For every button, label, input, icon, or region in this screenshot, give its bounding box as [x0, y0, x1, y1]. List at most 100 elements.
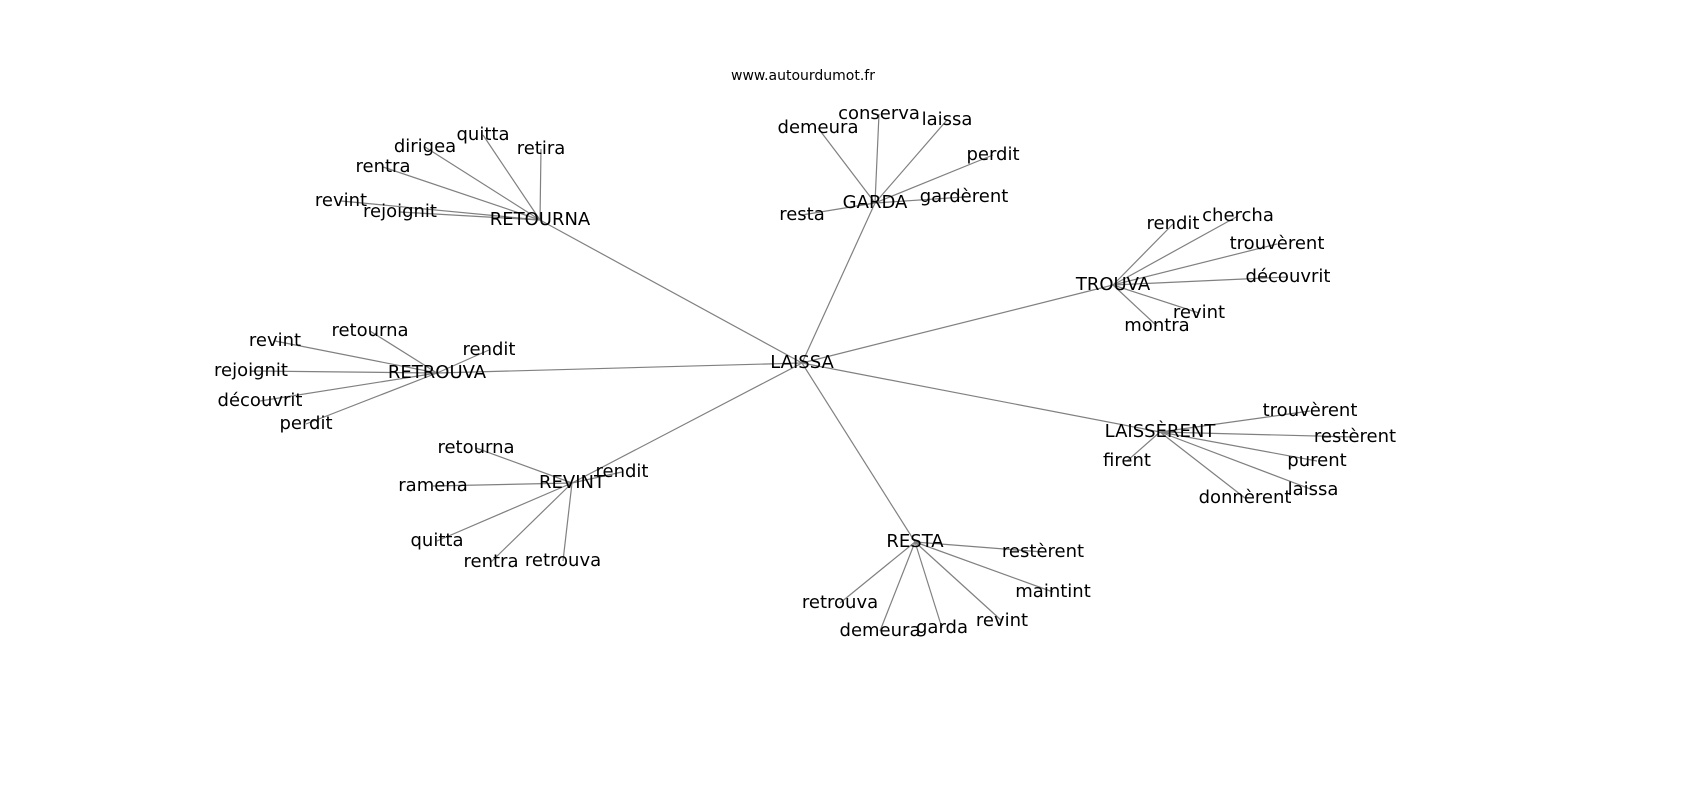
leaf-node: demeura	[839, 620, 921, 641]
edge-hub-leaf	[874, 113, 880, 204]
leaf-node: retourna	[331, 320, 409, 341]
edge-center-hub	[539, 219, 803, 364]
leaf-node: rendit	[595, 461, 649, 482]
edge-hub-leaf	[305, 372, 438, 425]
edge-hub-leaf	[571, 471, 623, 484]
leaf-node: maintint	[1015, 581, 1091, 602]
leaf-node: retrouva	[801, 592, 879, 613]
edge-hub-leaf	[475, 447, 573, 484]
leaf-node: laissa	[921, 109, 973, 130]
edge-hub-leaf	[879, 541, 916, 632]
edge-hub-leaf	[874, 196, 965, 204]
edge-center-hub	[801, 362, 1161, 433]
edge-center-hub	[801, 362, 916, 543]
edge-center-hub	[436, 362, 803, 374]
edge-hub-leaf	[874, 154, 994, 204]
edge-hub-leaf	[490, 482, 573, 563]
edge-hub-leaf	[259, 372, 438, 402]
edge-hub-leaf	[1126, 431, 1161, 462]
edge-hub-leaf	[817, 127, 876, 204]
leaf-node: rentra	[355, 156, 411, 177]
edge-hub-leaf	[874, 119, 948, 204]
leaf-node: donnèrent	[1198, 487, 1292, 508]
leaf-node: restèrent	[1313, 426, 1397, 447]
leaf-node: rendit	[1146, 213, 1200, 234]
leaf-node: restèrent	[1001, 541, 1085, 562]
edge-hub-leaf	[1112, 223, 1174, 286]
edge-hub-leaf	[914, 541, 1003, 622]
leaf-node: demeura	[777, 117, 859, 138]
leaf-node: purent	[1287, 450, 1347, 471]
leaf-node: quitta	[456, 124, 510, 145]
edge-hub-leaf	[1112, 276, 1289, 286]
leaf-node: revint	[248, 330, 302, 351]
leaf-node: rentra	[463, 551, 519, 572]
leaf-node: découvrit	[217, 390, 303, 411]
edge-hub-leaf	[539, 148, 542, 221]
leaf-node: chercha	[1202, 205, 1274, 226]
edge-hub-leaf	[382, 166, 541, 221]
edge-hub-leaf	[432, 482, 573, 487]
edge-hub-leaf	[369, 330, 438, 374]
hub-node: RETROUVA	[387, 362, 487, 383]
leaf-node: dirigea	[393, 136, 457, 157]
edge-hub-leaf	[436, 349, 490, 374]
leaf-node: resta	[779, 204, 825, 225]
leaf-node: trouvèrent	[1262, 400, 1358, 421]
edge-hub-leaf	[914, 541, 1054, 593]
leaf-node: firent	[1103, 450, 1151, 471]
edge-hub-leaf	[1159, 431, 1246, 499]
edge-hub-leaf	[839, 541, 916, 604]
leaf-node: retrouva	[524, 550, 602, 571]
leaf-node: trouvèrent	[1229, 233, 1325, 254]
site-title: www.autourdumot.fr	[731, 68, 875, 84]
leaf-node: quitta	[410, 530, 464, 551]
edge-hub-leaf	[436, 482, 573, 542]
edge-hub-leaf	[1159, 431, 1356, 438]
edge-hub-leaf	[914, 541, 943, 629]
leaf-node: montra	[1124, 315, 1190, 336]
edge-hub-leaf	[340, 200, 541, 221]
leaf-node: ramena	[398, 475, 468, 496]
edge-hub-leaf	[274, 340, 438, 374]
hub-node: RETOURNA	[489, 209, 591, 230]
edge-center-hub	[801, 202, 876, 364]
edge-hub-leaf	[399, 211, 541, 221]
hub-node: GARDA	[842, 192, 908, 213]
leaf-node: revint	[975, 610, 1029, 631]
leaf-node: retira	[516, 138, 566, 159]
leaf-node: garda	[916, 617, 968, 638]
edge-center-hub	[571, 362, 803, 484]
edge-hub-leaf	[801, 202, 876, 216]
edge-center-hub	[801, 284, 1114, 364]
leaf-node: perdit	[966, 144, 1020, 165]
hub-node: RESTA	[886, 531, 944, 552]
edge-hub-leaf	[1112, 215, 1239, 286]
hub-node: LAISSÈRENT	[1104, 421, 1216, 442]
leaf-node: rejoignit	[214, 360, 288, 381]
edge-hub-leaf	[250, 370, 438, 374]
edge-hub-leaf	[1159, 410, 1311, 433]
hub-node: TROUVA	[1075, 274, 1151, 295]
edge-hub-leaf	[1112, 284, 1158, 327]
edge-hub-leaf	[1112, 243, 1278, 286]
edge-hub-leaf	[424, 146, 541, 221]
leaf-node: gardèrent	[919, 186, 1009, 207]
edge-hub-leaf	[1159, 431, 1314, 491]
leaf-node: découvrit	[1245, 266, 1331, 287]
edge-hub-leaf	[914, 541, 1044, 553]
edge-hub-leaf	[1112, 284, 1200, 314]
leaf-node: rendit	[462, 339, 516, 360]
edge-hub-leaf	[562, 482, 573, 562]
leaf-node: revint	[314, 190, 368, 211]
leaf-node: conserva	[838, 103, 920, 124]
edge-hub-leaf	[1159, 431, 1318, 462]
center-node: LAISSA	[770, 352, 834, 373]
leaf-node: perdit	[279, 413, 333, 434]
hub-node: REVINT	[539, 472, 605, 493]
edge-hub-leaf	[482, 134, 541, 221]
leaf-node: revint	[1172, 302, 1226, 323]
leaf-node: retourna	[437, 437, 515, 458]
